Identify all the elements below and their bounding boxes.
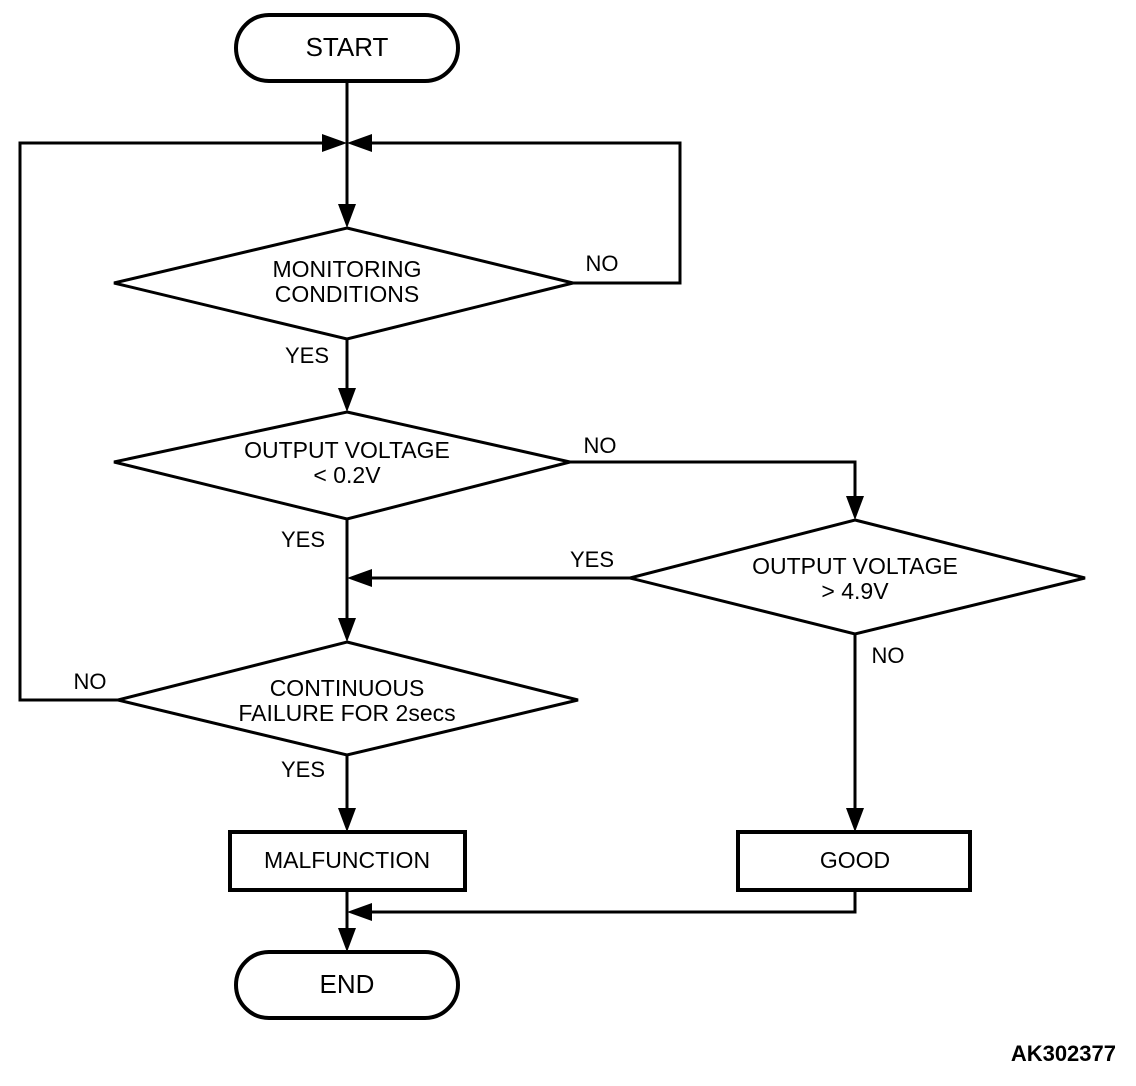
edge-label-continuous-yes: YES	[281, 757, 325, 782]
node-end	[234, 950, 460, 1020]
arrowhead-loopback-left	[322, 134, 347, 152]
node-output-voltage-high	[629, 518, 1086, 636]
arrowhead-voltlow-yes	[338, 618, 356, 642]
node-malfunction-label: MALFUNCTION	[264, 847, 430, 873]
node-monitoring-conditions-line1: MONITORING	[272, 256, 421, 282]
node-monitoring-conditions	[113, 226, 574, 341]
arrowhead-continuous-yes	[338, 808, 356, 832]
node-continuous-failure-line1: CONTINUOUS	[270, 675, 425, 701]
node-start	[234, 13, 460, 83]
edge-label-monitoring-no: NO	[586, 251, 619, 276]
arrowhead-loopback-right	[347, 134, 372, 152]
node-output-voltage-low-line2: < 0.2V	[313, 462, 381, 488]
node-start-label: START	[306, 32, 389, 62]
arrowhead-start-to-monitoring	[338, 204, 356, 228]
arrowhead-volthigh-yes	[347, 569, 372, 587]
edge-label-continuous-no: NO	[74, 669, 107, 694]
node-continuous-failure-line2: FAILURE FOR 2secs	[238, 700, 455, 726]
node-output-voltage-low	[113, 410, 571, 521]
edge-label-volthigh-no: NO	[872, 643, 905, 668]
arrowhead-volthigh-no	[846, 808, 864, 832]
node-output-voltage-low-line1: OUTPUT VOLTAGE	[244, 437, 450, 463]
node-malfunction	[228, 830, 467, 892]
node-continuous-failure	[117, 640, 579, 757]
edge-label-voltlow-no: NO	[584, 433, 617, 458]
figure-id-label: AK302377	[1011, 1041, 1116, 1066]
arrowhead-voltlow-no	[846, 496, 864, 520]
node-output-voltage-high-line2: > 4.9V	[821, 578, 889, 604]
edge-monitoring-no-loopback	[359, 141, 682, 285]
edge-good-to-end	[365, 890, 857, 914]
arrowhead-to-end	[338, 928, 356, 952]
arrowhead-good-merge	[347, 903, 372, 921]
edge-voltlow-no	[570, 460, 857, 500]
node-output-voltage-high-line1: OUTPUT VOLTAGE	[752, 553, 958, 579]
node-good	[736, 830, 972, 892]
node-end-label: END	[320, 969, 375, 999]
edge-continuous-no-loopback	[18, 141, 335, 702]
edge-label-monitoring-yes: YES	[285, 343, 329, 368]
edge-label-voltlow-yes: YES	[281, 527, 325, 552]
node-good-label: GOOD	[820, 847, 890, 873]
edge-label-volthigh-yes: YES	[570, 547, 614, 572]
arrowhead-monitoring-yes	[338, 388, 356, 412]
node-monitoring-conditions-line2: CONDITIONS	[275, 281, 419, 307]
